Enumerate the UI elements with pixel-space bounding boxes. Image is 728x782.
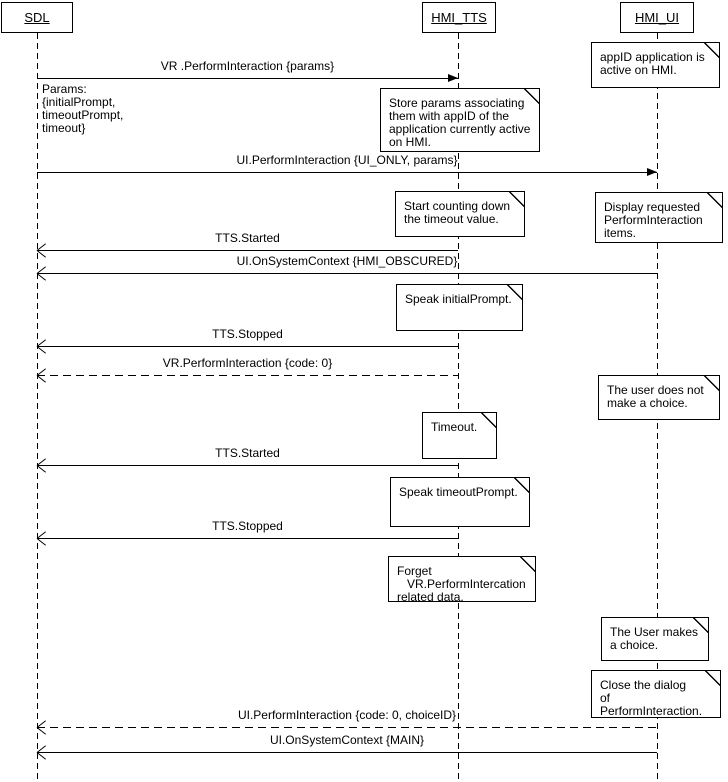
message-label: VR .PerformInteraction {params} — [160, 59, 335, 73]
actor-hmi-tts-label: HMI_TTS — [431, 10, 487, 25]
note-start-counting: Start counting down the timeout value. — [395, 191, 525, 237]
arrow-line — [37, 346, 458, 347]
message-tts-started-2: TTS.Started — [37, 446, 458, 466]
message-ui-performinteraction-request: UI.PerformInteraction {UI_ONLY, params} — [37, 153, 657, 176]
actor-sdl: SDL — [1, 2, 73, 33]
lifeline-sdl — [37, 33, 38, 779]
message-vr-performinteraction-response: VR.PerformInteraction {code: 0} — [37, 356, 458, 376]
message-label: UI.PerformInteraction {code: 0, choiceID… — [237, 708, 457, 722]
message-tts-stopped-1: TTS.Stopped — [37, 327, 458, 347]
message-label: UI.OnSystemContext {MAIN} — [269, 733, 425, 747]
actor-hmi-tts: HMI_TTS — [422, 2, 496, 33]
arrow-line — [37, 273, 657, 274]
actor-hmi-ui-label: HMI_UI — [634, 10, 680, 25]
note-speak-initial: Speak initialPrompt. — [396, 284, 523, 331]
arrow-line — [37, 465, 458, 466]
params-annotation: Params: {initialPrompt, timeoutPrompt, t… — [42, 82, 124, 135]
arrow-line — [37, 375, 458, 376]
arrow-line — [37, 250, 458, 251]
message-label: UI.PerformInteraction {UI_ONLY, params} — [236, 153, 458, 167]
message-onsystemcontext-obscured: UI.OnSystemContext {HMI_OBSCURED} — [37, 254, 657, 274]
message-label: TTS.Stopped — [212, 519, 283, 533]
note-close-dialog: Close the dialog of PerformInteraction. — [591, 670, 721, 718]
arrow-line — [37, 538, 458, 539]
message-label: VR.PerformInteraction {code: 0} — [162, 356, 333, 370]
arrow-line — [37, 74, 458, 82]
note-user-no-choice: The user does not make a choice. — [598, 375, 720, 420]
message-tts-stopped-2: TTS.Stopped — [37, 519, 458, 539]
message-label: TTS.Stopped — [212, 327, 283, 341]
note-appid-active: appID application is active on HMI. — [591, 42, 720, 88]
arrow-line — [37, 168, 657, 176]
message-label: UI.OnSystemContext {HMI_OBSCURED} — [236, 254, 458, 268]
message-vr-performinteraction-params: VR .PerformInteraction {params} — [37, 59, 458, 82]
message-tts-started-1: TTS.Started — [37, 231, 458, 251]
note-timeout: Timeout. — [422, 412, 497, 459]
message-ui-performinteraction-response: UI.PerformInteraction {code: 0, choiceID… — [37, 708, 657, 728]
actor-sdl-label: SDL — [24, 10, 50, 25]
message-onsystemcontext-main: UI.OnSystemContext {MAIN} — [37, 733, 657, 753]
arrow-line — [37, 727, 657, 728]
message-label: TTS.Started — [215, 446, 280, 460]
note-display-requested: Display requested PerformInteraction ite… — [595, 192, 723, 243]
note-store-params: Store params associating them with appID… — [380, 88, 540, 152]
note-speak-timeout: Speak timeoutPrompt. — [390, 477, 530, 527]
arrow-line — [37, 752, 657, 753]
lifeline-hmi-tts — [458, 33, 459, 779]
note-user-makes-choice: The User makes a choice. — [601, 617, 709, 661]
note-forget-data: Forget VR.PerformIntercation related dat… — [388, 556, 536, 604]
message-label: TTS.Started — [215, 231, 280, 245]
actor-hmi-ui: HMI_UI — [620, 2, 694, 33]
